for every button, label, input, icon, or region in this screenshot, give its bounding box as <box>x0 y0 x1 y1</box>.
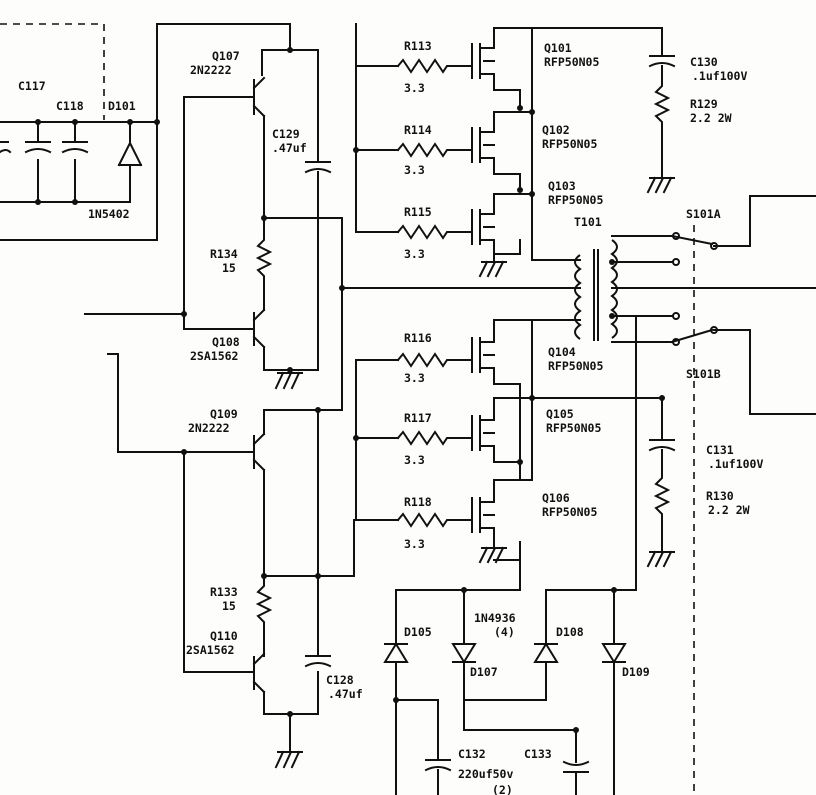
label-q101-part: RFP50N05 <box>544 55 599 69</box>
label-c130-val: .1uf100V <box>692 69 747 83</box>
gate-resistors <box>396 58 473 528</box>
label-d108: D108 <box>556 625 584 639</box>
label-d109: D109 <box>622 665 650 679</box>
label-r129: R129 <box>690 97 718 111</box>
label-r130: R130 <box>706 489 734 503</box>
label-c131: C131 <box>706 443 734 457</box>
label-q103: Q103 <box>548 179 576 193</box>
label-r118: R118 <box>404 495 432 509</box>
label-c118: C118 <box>56 99 84 113</box>
label-c132-val: 220uf50v <box>458 767 513 781</box>
label-r129-val: 2.2 2W <box>690 111 732 125</box>
label-s101a: S101A <box>686 207 721 221</box>
label-r118-val: 3.3 <box>404 537 425 551</box>
label-q101: Q101 <box>544 41 572 55</box>
label-c131-val: .1uf100V <box>708 457 763 471</box>
label-r113: R113 <box>404 39 432 53</box>
label-q106-part: RFP50N05 <box>542 505 597 519</box>
transformer-t101 <box>574 235 816 343</box>
label-q107: Q107 <box>212 49 240 63</box>
label-r116-val: 3.3 <box>404 371 425 385</box>
label-r115-val: 3.3 <box>404 247 425 261</box>
label-c130: C130 <box>690 55 718 69</box>
label-c129-val: .47uf <box>272 141 307 155</box>
label-s101b: S101B <box>686 367 721 381</box>
label-q102-part: RFP50N05 <box>542 137 597 151</box>
label-r116: R116 <box>404 331 432 345</box>
label-d107: D107 <box>470 665 498 679</box>
label-r133: R133 <box>210 585 238 599</box>
upper-driver-section <box>84 23 343 390</box>
input-filter-section <box>0 23 291 241</box>
label-q102: Q102 <box>542 123 570 137</box>
label-q105-part: RFP50N05 <box>546 421 601 435</box>
label-r114: R114 <box>404 123 432 137</box>
label-r114-val: 3.3 <box>404 163 425 177</box>
label-r117-val: 3.3 <box>404 453 425 467</box>
label-q107-part: 2N2222 <box>190 63 232 77</box>
label-q108: Q108 <box>212 335 240 349</box>
snubber-networks <box>531 27 676 568</box>
label-c129: C129 <box>272 127 300 141</box>
rectifier-bridge <box>383 315 637 795</box>
switch-s101 <box>670 195 816 415</box>
label-c128-val: .47uf <box>328 687 363 701</box>
label-q108-part: 2SA1562 <box>190 349 238 363</box>
label-r133-val: 15 <box>222 599 236 613</box>
label-d101-part: 1N5402 <box>88 207 130 221</box>
label-q104: Q104 <box>548 345 576 359</box>
label-q106: Q106 <box>542 491 570 505</box>
label-c132-qty: (2) <box>492 783 513 795</box>
label-q110: Q110 <box>210 629 238 643</box>
label-c128: C128 <box>326 673 354 687</box>
lower-driver-section <box>107 353 355 769</box>
dashed-boundary-left <box>0 23 105 120</box>
label-t101: T101 <box>574 215 602 229</box>
label-c133: C133 <box>524 747 552 761</box>
label-q110-part: 2SA1562 <box>186 643 234 657</box>
gate-bus-section <box>339 23 581 577</box>
label-q109: Q109 <box>210 407 238 421</box>
label-diode-qty: (4) <box>494 625 515 639</box>
label-r117: R117 <box>404 411 432 425</box>
label-diode-part: 1N4936 <box>474 611 516 625</box>
label-q104-part: RFP50N05 <box>548 359 603 373</box>
label-c132: C132 <box>458 747 486 761</box>
label-r134: R134 <box>210 247 238 261</box>
label-r113-val: 3.3 <box>404 81 425 95</box>
label-r130-val: 2.2 2W <box>708 503 750 517</box>
label-d105: D105 <box>404 625 432 639</box>
mosfet-array <box>471 27 663 564</box>
label-r115: R115 <box>404 205 432 219</box>
label-q103-part: RFP50N05 <box>548 193 603 207</box>
label-q105: Q105 <box>546 407 574 421</box>
label-q109-part: 2N2222 <box>188 421 230 435</box>
label-r134-val: 15 <box>222 261 236 275</box>
label-c117: C117 <box>18 79 46 93</box>
label-d101: D101 <box>108 99 136 113</box>
